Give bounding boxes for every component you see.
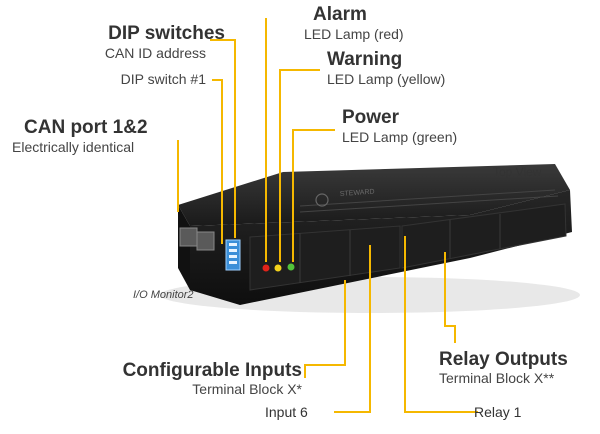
leader-relay-outputs <box>444 252 456 343</box>
dip-switch-toggles <box>229 243 237 264</box>
warning-subtitle: LED Lamp (yellow) <box>327 71 446 87</box>
leader-dip-switches <box>210 39 236 238</box>
dip-switches-title: DIP switches <box>108 23 225 44</box>
leader-lines <box>177 18 478 413</box>
configurable-inputs-title: Configurable Inputs <box>122 360 302 381</box>
can-port-subtitle: Electrically identical <box>12 139 135 155</box>
power-title: Power <box>342 107 400 128</box>
dip-switch-1-label: DIP switch #1 <box>120 71 206 87</box>
led-green <box>287 263 295 271</box>
can-port-2 <box>196 231 215 251</box>
terminal-dividers <box>299 214 501 283</box>
terminal-block-inputs <box>249 225 401 291</box>
input-6-label: Input 6 <box>265 404 308 420</box>
brand-logo-icon <box>315 193 329 207</box>
brand-label: STEWARD <box>340 189 375 198</box>
configurable-inputs-subtitle: Terminal Block X* <box>192 381 302 397</box>
leader-warning <box>279 69 320 262</box>
leader-dip-switch-1 <box>212 79 223 244</box>
leader-relay-1 <box>404 236 478 413</box>
device-left-face <box>178 205 190 290</box>
relay-outputs-subtitle: Terminal Block X** <box>439 370 555 386</box>
relay-1-label: Relay 1 <box>474 404 522 420</box>
device-top-face <box>178 164 570 226</box>
relay-outputs-title: Relay Outputs <box>439 349 568 370</box>
leader-input-6 <box>334 245 371 413</box>
warning-title: Warning <box>327 49 403 70</box>
terminal-block-relays <box>401 203 567 269</box>
alarm-title: Alarm <box>313 4 367 25</box>
led-red <box>262 264 270 272</box>
device-name-label: I/O Monitor2 <box>133 289 194 301</box>
terminal-ridges <box>299 189 559 213</box>
can-port-1 <box>179 227 198 247</box>
leader-power <box>292 129 335 262</box>
leader-configurable-inputs <box>304 280 346 378</box>
can-port-title: CAN port 1&2 <box>24 117 148 138</box>
top-view-label: Top View <box>493 165 542 179</box>
led-yellow <box>274 264 282 272</box>
alarm-subtitle: LED Lamp (red) <box>304 26 404 42</box>
power-subtitle: LED Lamp (green) <box>342 129 458 145</box>
dip-switches-subtitle: CAN ID address <box>104 45 206 61</box>
